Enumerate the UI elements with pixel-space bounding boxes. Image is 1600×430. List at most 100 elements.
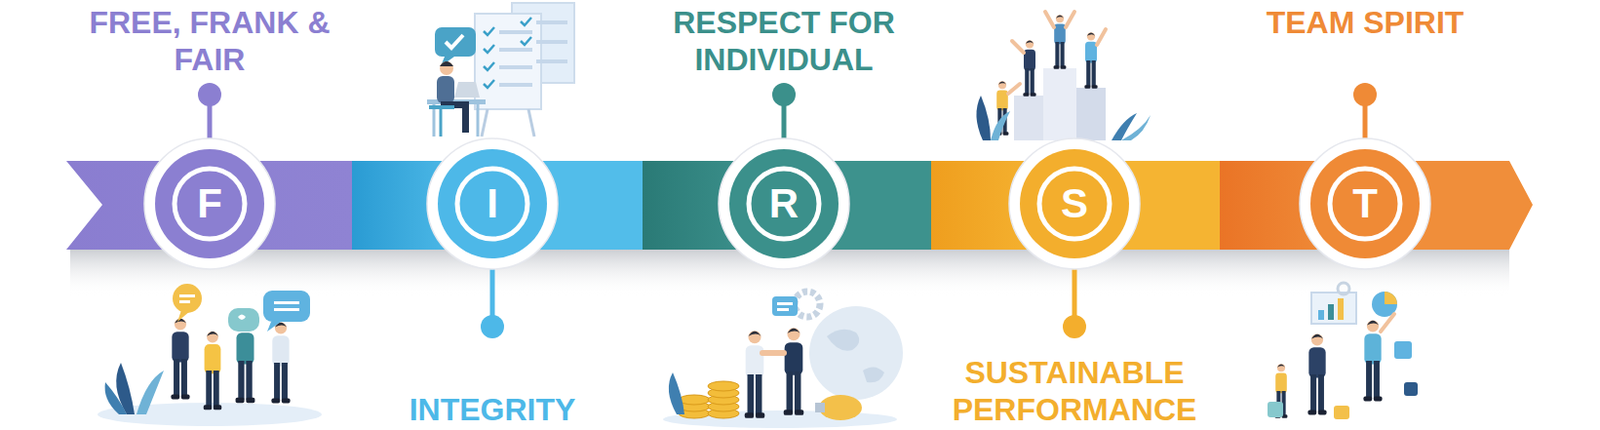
team-illustration [1394,341,1412,359]
checklist-illustration [499,30,533,35]
checklist-illustration [528,109,535,137]
outer-ring [427,138,558,270]
talking-people-illustration [177,310,191,322]
value-circle: SSUSTAINABLE PERFORMANCE [1008,137,1141,271]
podium-illustration [1014,95,1044,141]
checklist-illustration [536,39,568,44]
checklist-illustration [439,109,443,137]
team-illustration [1327,304,1334,320]
value-heading-group: TEAM SPIRIT [1223,3,1507,41]
value-heading-group: RESPECT FOR INDIVIDUAL [642,3,926,79]
handshake-illustration [826,329,859,352]
leader-lines [480,314,505,339]
value-letter: R [717,137,851,271]
checklist-illustration [483,44,495,53]
handshake-illustration [663,291,903,429]
value-heading: FREE, FRANK & FAIR [68,3,352,79]
leader-lines [197,82,1377,339]
value-letter: F [143,137,276,271]
outer-ring [1009,138,1140,270]
podium-illustration [1121,115,1151,141]
value-letter: S [1008,137,1141,271]
podium-illustration [1084,32,1097,89]
checklist-illustration [483,79,495,88]
talking-people-illustration [203,331,222,411]
team-illustration [1311,292,1357,324]
checklist-illustration [474,13,542,110]
checklist-illustration [520,37,532,45]
handshake-illustration [783,327,805,416]
podium-illustration [1022,39,1036,97]
value-heading-group: SUSTAINABLE PERFORMANCE [933,353,1216,429]
talking-people-illustration [179,294,196,298]
checklist-illustration [520,17,532,26]
talking-people-illustration [273,308,300,312]
team-illustration [1318,310,1325,320]
talking-people-illustration [271,321,290,403]
checklist-illustration [429,105,455,110]
value-heading: SUSTAINABLE PERFORMANCE [933,353,1216,429]
talking-people-illustration [228,308,260,332]
handshake-illustration [777,308,789,312]
checklist-illustration [483,17,532,88]
handshake-illustration [678,381,740,419]
checklist-illustration [499,65,533,70]
podium-illustration [990,111,1011,141]
checklist-illustration [436,76,455,104]
team-illustration [1307,333,1327,415]
handshake-illustration [815,402,825,413]
talking-people-illustration [172,283,202,313]
checklist-illustration [483,27,495,36]
checklist-illustration [434,27,476,57]
team-illustration [1267,401,1284,418]
leader-lines [1353,82,1377,107]
leader-lines [772,82,796,107]
team-illustration [1337,298,1344,320]
handshake-illustration [794,291,820,317]
handshake-illustration [819,394,862,421]
checklist-illustration [427,2,575,137]
team-illustration [1267,282,1418,420]
handshake-illustration [772,296,798,316]
talking-people-illustration [105,382,127,415]
handshake-illustration [777,302,793,306]
checklist-illustration [454,81,480,98]
podium-illustration [1053,14,1067,70]
talking-people-illustration [267,321,281,332]
checklist-illustration [536,20,568,25]
value-circle: TTEAM SPIRIT [1298,137,1432,271]
handshake-illustration [744,330,766,419]
talking-people-illustration [136,370,164,415]
checklist-illustration [499,82,533,87]
team-illustration [1337,282,1350,295]
outer-ring [1299,138,1431,270]
value-heading: TEAM SPIRIT [1223,3,1507,41]
value-heading-group: FREE, FRANK & FAIR [68,3,352,79]
talking-people-illustration [263,290,311,322]
handshake-illustration [762,350,784,356]
checklist-illustration [499,20,568,87]
checklist-illustration [476,104,480,137]
value-heading: RESPECT FOR INDIVIDUAL [642,3,926,79]
value-letter: I [426,137,559,271]
talking-people-illustration [237,314,246,321]
podium-illustration [1076,87,1106,141]
podium-illustration [1096,29,1106,45]
checklist-illustration [462,101,469,133]
handshake-illustration [862,366,885,383]
checklist-illustration [439,61,454,67]
talking-people-illustration [179,300,191,304]
podium-illustration [975,95,991,141]
podium-illustration [1008,83,1020,94]
outer-ring [144,138,275,270]
checklist-illustration [483,62,495,71]
checklist-illustration [445,35,464,48]
leader-lines [197,82,222,107]
checklist-illustration [439,61,454,76]
team-illustration [1384,291,1398,305]
podium-illustration [1043,68,1077,141]
value-letter: T [1298,137,1432,271]
team-illustration [1404,382,1418,396]
talking-people-illustration [170,317,190,399]
